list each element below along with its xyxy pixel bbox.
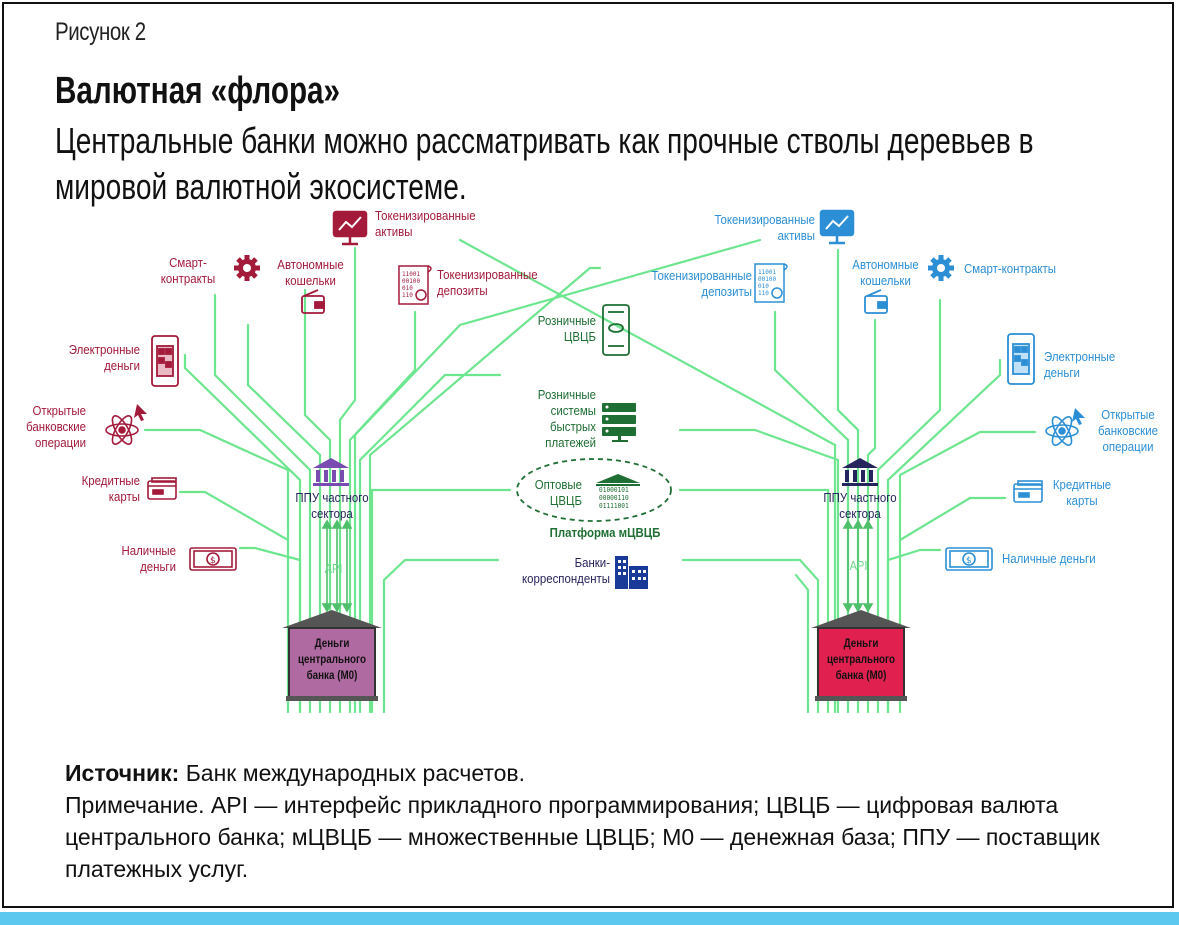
source-line: Источник: Банк международных расчетов. <box>65 757 1145 789</box>
svg-text:00100: 00100 <box>402 278 420 285</box>
right-branch-smart-contracts <box>876 298 942 714</box>
right-e-money-label: Электронные деньги <box>1044 349 1116 380</box>
credit-card-icon <box>147 477 177 500</box>
left-central-bank <box>282 610 382 701</box>
right-api-arrows <box>842 519 874 613</box>
banknote-icon: $ <box>945 547 993 571</box>
correspondent-banks-label: Банки- корреспонденты <box>522 555 610 586</box>
left-smart-contracts-label: Смарт- контракты <box>160 255 216 286</box>
right-branch-credit <box>898 496 1007 714</box>
monitor-chart-icon <box>332 210 368 246</box>
left-tokenized-assets-label: Токенизированные активы <box>375 208 476 239</box>
svg-text:110: 110 <box>758 290 769 297</box>
left-branch-mid <box>303 288 332 714</box>
figure-subtitle: Центральные банки можно рассматривать ка… <box>55 120 1034 207</box>
right-cash-label: Наличные деньги <box>1002 551 1096 566</box>
left-cross-to-right-assets <box>353 238 762 714</box>
right-smart-contracts-label: Смарт-контракты <box>964 261 1057 276</box>
left-branch-smart-contracts <box>213 293 312 714</box>
wholesale-cbdc-ellipse <box>516 458 672 522</box>
wholesale-cbdc-label: Оптовые ЦВЦБ <box>534 477 582 508</box>
atom-cursor-icon <box>105 404 147 445</box>
binary-certificate-icon: 11001 00100 010 110 <box>754 263 788 303</box>
figure-label: Рисунок 2 <box>55 18 146 46</box>
right-branch-e-money <box>886 358 1002 714</box>
right-credit-cards-label: Кредитные карты <box>1052 477 1112 508</box>
svg-text:$: $ <box>966 556 972 566</box>
left-branch-correspondent <box>382 558 500 714</box>
right-psp-label: ППУ частного сектора <box>823 490 897 521</box>
retail-cbdc-label: Розничные ЦВЦБ <box>537 313 596 344</box>
right-open-banking-label: Открытые банковские операции <box>1098 407 1158 454</box>
svg-text:11001: 11001 <box>402 271 420 278</box>
left-branch-open-banking <box>143 428 290 542</box>
right-branch-extra <box>794 573 810 714</box>
figure-frame <box>2 2 1174 908</box>
binary-certificate-icon: 11001 00100 010 110 <box>398 265 432 305</box>
left-branch-e-money <box>183 353 302 714</box>
right-central-bank-label: Деньги центрального банка (М0) <box>826 636 896 682</box>
fast-payments-label: Розничные системы быстрых платежей <box>537 387 596 450</box>
bank-building-icon <box>313 458 349 486</box>
svg-text:010: 010 <box>758 283 769 290</box>
svg-text:$: $ <box>210 556 216 566</box>
left-api-label: API <box>324 561 343 576</box>
right-tokenized-assets-label: Токенизированные активы <box>714 212 815 243</box>
bank-binary-icon <box>596 474 640 486</box>
left-tokenized-deposits-label: Токенизированные депозиты <box>437 267 538 298</box>
right-branch-wholesale <box>678 488 830 714</box>
left-api-arrows <box>321 519 353 613</box>
svg-text:110: 110 <box>402 292 413 299</box>
mcbdc-platform-label: Платформа мЦВЦБ <box>549 525 661 540</box>
smartphone-coin-icon <box>602 304 630 356</box>
right-tokenized-deposits-label: Токенизированные депозиты <box>651 268 752 299</box>
left-branch-wallets <box>246 323 322 714</box>
right-cross-to-left-assets <box>458 238 837 714</box>
right-wallets-label: Автономные кошельки <box>852 257 919 288</box>
left-central-bank-label: Деньги центрального банка (М0) <box>297 636 367 682</box>
office-buildings-icon <box>615 556 648 589</box>
wallet-icon <box>864 289 888 314</box>
binary-text: 01000101 00000110 01111001 <box>599 486 629 510</box>
right-api-label: API <box>849 558 868 573</box>
smartphone-qr-icon <box>151 335 179 387</box>
left-wallets-label: Автономные кошельки <box>277 257 344 288</box>
bank-building-icon <box>842 458 878 486</box>
atom-cursor-icon <box>1045 408 1085 446</box>
left-e-money-label: Электронные деньги <box>68 342 140 373</box>
svg-text:010: 010 <box>402 285 413 292</box>
left-branch-fast-payments <box>358 373 502 714</box>
right-branch-fast-payments <box>678 428 840 714</box>
wallet-icon <box>301 289 325 314</box>
left-branch-tokenized-assets <box>338 246 357 714</box>
gear-icon <box>928 255 954 281</box>
right-branch-open-banking <box>898 430 1037 542</box>
left-branch-cash-credit <box>178 490 290 714</box>
server-rack-icon <box>602 403 636 442</box>
figure-footer: Источник: Банк международных расчетов. П… <box>65 757 1145 885</box>
left-branch-wholesale <box>370 488 512 714</box>
gear-icon <box>234 255 260 281</box>
svg-text:11001: 11001 <box>758 269 776 276</box>
left-psp-label: ППУ частного сектора <box>295 490 369 521</box>
smartphone-qr-icon <box>1007 333 1035 385</box>
left-open-banking-label: Открытые банковские операции <box>26 403 86 450</box>
left-cash-label: Наличные деньги <box>121 543 176 574</box>
credit-card-icon <box>1013 480 1043 503</box>
note-text: Примечание. API — интерфейс прикладного … <box>65 792 1100 882</box>
figure-title: Валютная «флора» <box>55 70 341 112</box>
source-label: Источник: <box>65 760 180 786</box>
monitor-chart-icon <box>819 209 855 245</box>
right-branch-correspondent <box>681 558 820 714</box>
svg-text:00100: 00100 <box>758 276 776 283</box>
right-central-bank <box>811 610 911 701</box>
left-branch-retail <box>368 266 602 714</box>
left-credit-cards-label: Кредитные карты <box>81 473 140 504</box>
bottom-accent-bar <box>0 912 1179 925</box>
banknote-icon: $ <box>189 547 237 571</box>
source-text: Банк международных расчетов. <box>179 760 526 786</box>
